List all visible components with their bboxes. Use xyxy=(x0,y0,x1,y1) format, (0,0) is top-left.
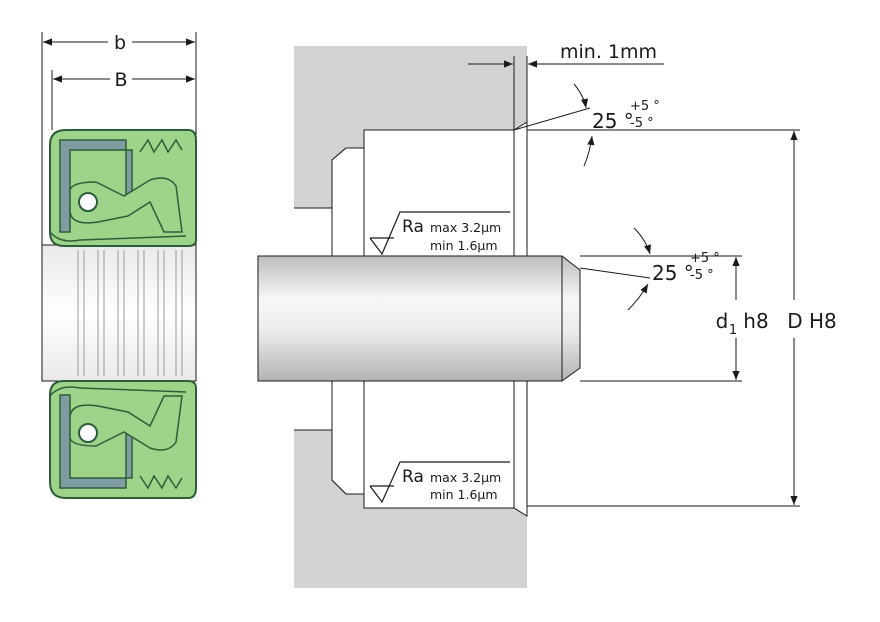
roughness-top-symbol: Ra xyxy=(402,217,424,237)
dimension-chamfer-min: min. 1mm xyxy=(468,41,664,130)
dimension-B: B xyxy=(51,69,195,130)
dimension-b-label: b xyxy=(114,32,126,54)
seal-bore xyxy=(41,244,197,382)
dimension-chamfer-min-label: min. 1mm xyxy=(560,41,657,63)
angle-shaft-plus: +5 ° xyxy=(690,251,720,266)
dimension-bore-diameter: D H8 xyxy=(787,131,837,505)
seal-cross-section: b B xyxy=(41,32,197,499)
angle-housing-value: 25 ° xyxy=(592,109,634,133)
angle-shaft-minus: -5 ° xyxy=(690,268,714,283)
angle-shaft-value: 25 ° xyxy=(652,261,694,285)
shaft-diameter-symbol: d xyxy=(716,309,729,333)
roughness-top-max: max 3.2µm xyxy=(430,220,501,235)
angle-housing-plus: +5 ° xyxy=(630,99,660,114)
roughness-top-min: min 1.6µm xyxy=(430,238,498,253)
shaft-diameter-subscript: 1 xyxy=(729,323,737,338)
angle-shaft: 25 ° +5 ° -5 ° xyxy=(579,227,720,311)
shaft xyxy=(257,255,581,382)
roughness-top: Ra max 3.2µm min 1.6µm xyxy=(369,211,510,256)
angle-housing: 25 ° +5 ° -5 ° xyxy=(513,83,660,167)
bore-diameter-label: D H8 xyxy=(787,309,837,333)
roughness-bottom-symbol: Ra xyxy=(402,467,424,487)
seal-upper-half xyxy=(49,129,197,247)
roughness-bottom-max: max 3.2µm xyxy=(430,470,501,485)
dimension-B-label: B xyxy=(114,69,127,91)
garter-spring-icon-lower xyxy=(78,423,98,443)
roughness-bottom: Ra max 3.2µm min 1.6µm xyxy=(369,461,510,504)
shaft-diameter-tolerance: h8 xyxy=(743,309,768,333)
seal-lower-half xyxy=(49,380,197,499)
seal-bore-ridges xyxy=(77,250,183,376)
roughness-bottom-min: min 1.6µm xyxy=(430,487,498,502)
garter-spring-icon xyxy=(78,192,98,212)
dimension-shaft-diameter: d 1 h8 xyxy=(716,257,769,380)
angle-housing-minus: -5 ° xyxy=(630,116,654,131)
housing-assembly: Ra max 3.2µm min 1.6µm Ra max 3.2µm min … xyxy=(257,41,837,588)
